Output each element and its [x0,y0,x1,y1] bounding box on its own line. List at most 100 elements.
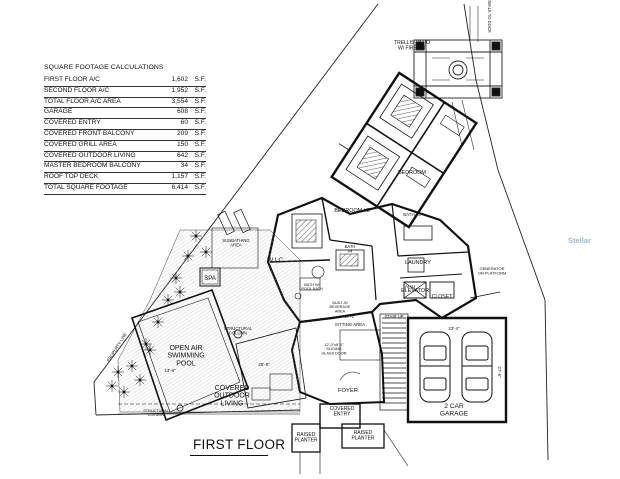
sq-ft-value: 34 [180,162,188,170]
drawing-title: FIRST FLOOR [193,437,286,452]
palm-tree [190,230,202,242]
sq-ft-unit: S.F. [194,173,206,181]
watermark-logo: Stellar [568,236,591,245]
plan-label-elevator: ELEVATOR [401,288,429,294]
sq-ft-unit: S.F. [194,108,206,116]
title-underline [190,455,268,456]
plan-label-wic: W.I.C. [267,257,285,264]
plan-label-foyer: FOYER [338,388,358,394]
palm-tree [200,246,212,258]
plan-label-bath3: BATH #3 [403,212,421,217]
plan-label-bath4: BATH#4 [345,244,356,254]
sq-ft-unit: S.F. [194,76,206,83]
sq-ft-label: FIRST FLOOR A/C [44,76,100,83]
sq-ft-value: 1,157 [171,173,188,181]
sq-ft-unit: S.F. [194,162,206,170]
plan-label-dim-entry: 17'-1" [344,314,356,319]
palm-tree [152,316,164,328]
sq-ft-unit: S.F. [194,151,206,159]
staircase [319,313,409,429]
sq-ft-label: COVERED FRONT BALCONY [44,130,135,137]
sq-ft-label: GARAGE [44,108,73,116]
sq-ft-label: TOTAL FLOOR A/C AREA [44,97,121,105]
palm-tree [182,250,194,262]
landscape-palms [106,230,212,398]
sq-ft-row: COVERED GRILL AREA 150 S.F. [44,140,206,152]
sq-ft-row: COVERED OUTDOOR LIVING 642 S.F. [44,151,206,163]
sq-ft-row: FIRST FLOOR A/C 1,602 S.F. [44,75,206,87]
sq-ft-value: 608 [176,108,188,116]
sq-ft-label: ROOF TOP DECK [44,173,99,181]
sq-ft-label: COVERED GRILL AREA [44,140,117,148]
plan-label-dim-side: 28'-8" [258,362,270,367]
sq-ft-title: SQUARE FOOTAGE CALCULATIONS [44,64,164,71]
sq-ft-row: TOTAL FLOOR A/C AREA 3,554 S.F. [44,97,206,109]
plan-label-dim-pool: 13'-6" [164,368,176,373]
plan-label-laundry: LAUNDRY [405,260,431,266]
sq-ft-unit: S.F. [194,184,206,191]
plan-label-sidewalk: SIDEWALK TO DOCK [487,0,492,33]
sq-ft-unit: S.F. [194,140,206,148]
sq-ft-label: SECOND FLOOR A/C [44,86,110,94]
sq-ft-value: 150 [176,140,188,148]
sq-ft-label: TOTAL SQUARE FOOTAGE [44,184,128,191]
sq-ft-row: TOTAL SQUARE FOOTAGE 6,414 S.F. [44,183,206,195]
palm-tree [144,344,156,356]
sq-ft-unit: S.F. [194,130,206,137]
sq-ft-value: 3,554 [171,97,188,105]
sq-ft-unit: S.F. [194,119,206,127]
bedroom-wing [329,71,479,229]
sq-ft-value: 209 [176,130,188,137]
plan-label-stair: STAIR UP [384,314,403,319]
palm-tree [134,374,146,386]
palm-tree [106,380,118,392]
sq-ft-value: 1,952 [171,86,188,94]
palm-tree [162,294,174,306]
palm-tree [170,272,182,284]
plan-label-spa: SPA [204,276,216,282]
plan-label-dim-garage-w: 23'-4" [448,326,460,331]
sq-ft-value: 60 [180,119,188,127]
sq-ft-label: MASTER BEDROOM BALCONY [44,162,141,170]
sq-ft-row: COVERED FRONT BALCONY 209 S.F. [44,129,206,141]
plan-label-bath-pool: BATH W/POOL BATH [301,283,323,291]
plan-label-bedroom: BEDROOM [398,170,426,176]
sq-ft-row: SECOND FLOOR A/C 1,952 S.F. [44,86,206,98]
palm-tree [126,360,138,372]
sq-ft-label: COVERED ENTRY [44,119,101,127]
plan-label-ahu: AHU [405,284,416,290]
palm-tree [174,286,186,298]
sq-ft-unit: S.F. [194,97,206,105]
plan-label-dim-garage-d: 27'-6" [497,366,502,378]
palm-tree [118,386,130,398]
sq-ft-row: GARAGE 608 S.F. [44,107,206,120]
garage [406,291,508,424]
sq-ft-value: 642 [176,151,188,159]
raised-planters [291,423,409,474]
sq-ft-label: COVERED OUTDOOR LIVING [44,151,136,159]
sq-ft-value: 1,602 [171,76,188,83]
plan-label-sitting: SITTING AREA [335,322,365,327]
sq-ft-row: ROOF TOP DECK 1,157 S.F. [44,172,206,184]
sq-ft-unit: S.F. [194,86,206,94]
palm-tree [112,366,124,378]
pool-area [117,208,307,422]
trellis-patio [413,39,503,99]
plan-label-bedroom3: BEDROOM #3 [334,208,369,214]
sq-ft-row: MASTER BEDROOM BALCONY 34 S.F. [44,161,206,174]
sq-ft-value: 6,414 [171,184,188,191]
